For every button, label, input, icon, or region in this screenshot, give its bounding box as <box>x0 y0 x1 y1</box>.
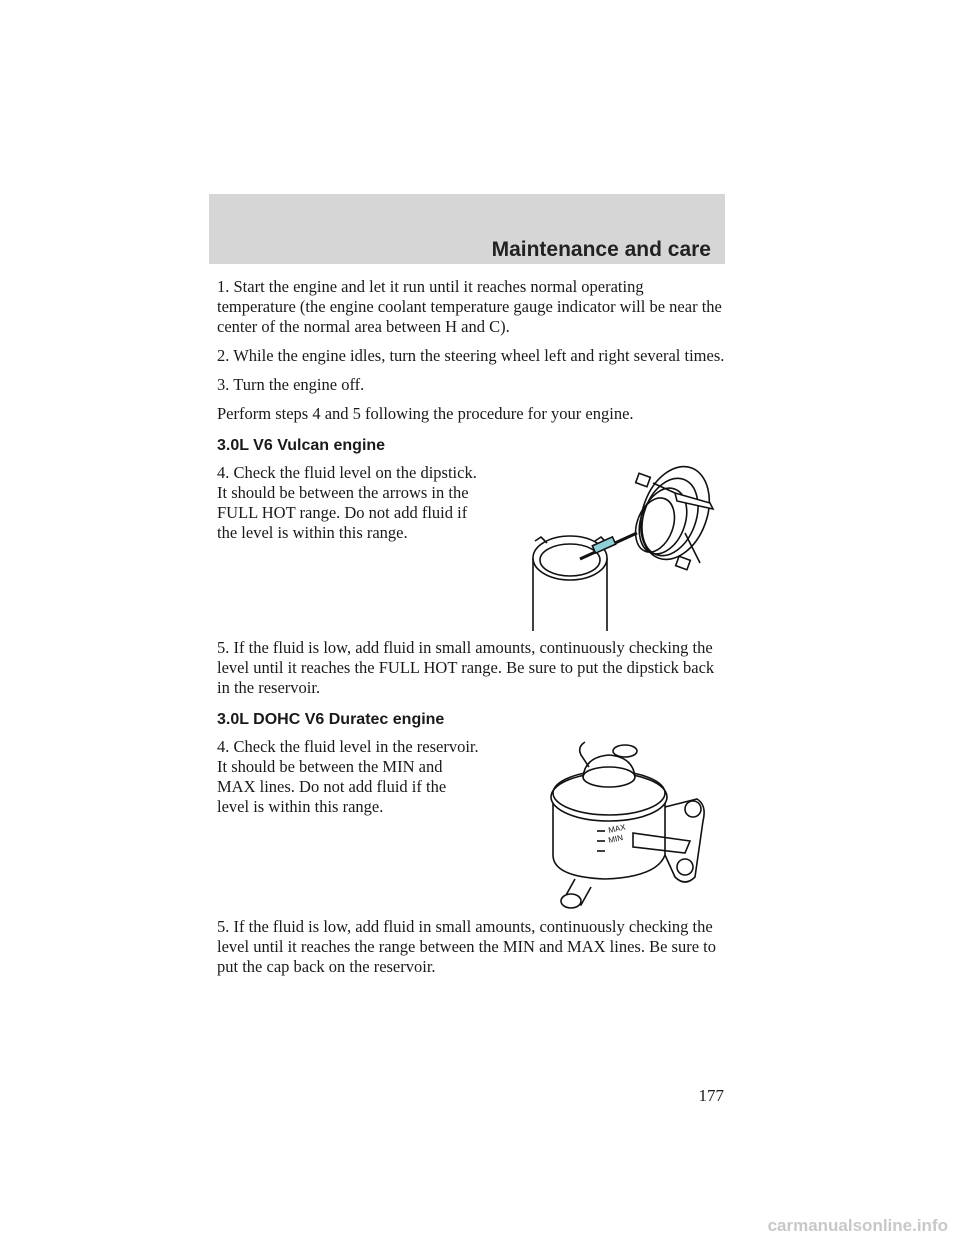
duratec-step4-text: 4. Check the fluid level in the reservoi… <box>217 737 479 816</box>
page-content: 1. Start the engine and let it run until… <box>217 277 725 986</box>
vulcan-step4-row: 4. Check the fluid level on the dipstick… <box>217 463 725 638</box>
reservoir-icon: MAX MIN <box>550 741 705 909</box>
step-3-text: 3. Turn the engine off. <box>217 375 365 394</box>
watermark-text: carmanualsonline.info <box>767 1216 948 1235</box>
dipstick-illustration <box>525 463 725 638</box>
section-header-band: Maintenance and care <box>209 194 725 264</box>
vulcan-step5-text: 5. If the fluid is low, add fluid in sma… <box>217 638 715 697</box>
step-2-text: 2. While the engine idles, turn the stee… <box>217 346 725 365</box>
vulcan-heading: 3.0L V6 Vulcan engine <box>217 437 386 454</box>
max-label: MAX <box>608 822 627 835</box>
vulcan-step4-text: 4. Check the fluid level on the dipstick… <box>217 463 477 542</box>
dipstick-reservoir-icon <box>532 465 715 631</box>
duratec-step4-row: 4. Check the fluid level in the reservoi… <box>217 737 725 917</box>
step-1-text: 1. Start the engine and let it run until… <box>217 277 722 336</box>
steps-instruction-text: Perform steps 4 and 5 following the proc… <box>217 404 634 423</box>
section-title: Maintenance and care <box>491 238 711 261</box>
reservoir-illustration: MAX MIN <box>525 737 725 917</box>
duratec-heading: 3.0L DOHC V6 Duratec engine <box>217 711 445 728</box>
min-label: MIN <box>608 833 624 845</box>
duratec-step5-text: 5. If the fluid is low, add fluid in sma… <box>217 917 716 976</box>
page-number: 177 <box>698 1086 725 1105</box>
